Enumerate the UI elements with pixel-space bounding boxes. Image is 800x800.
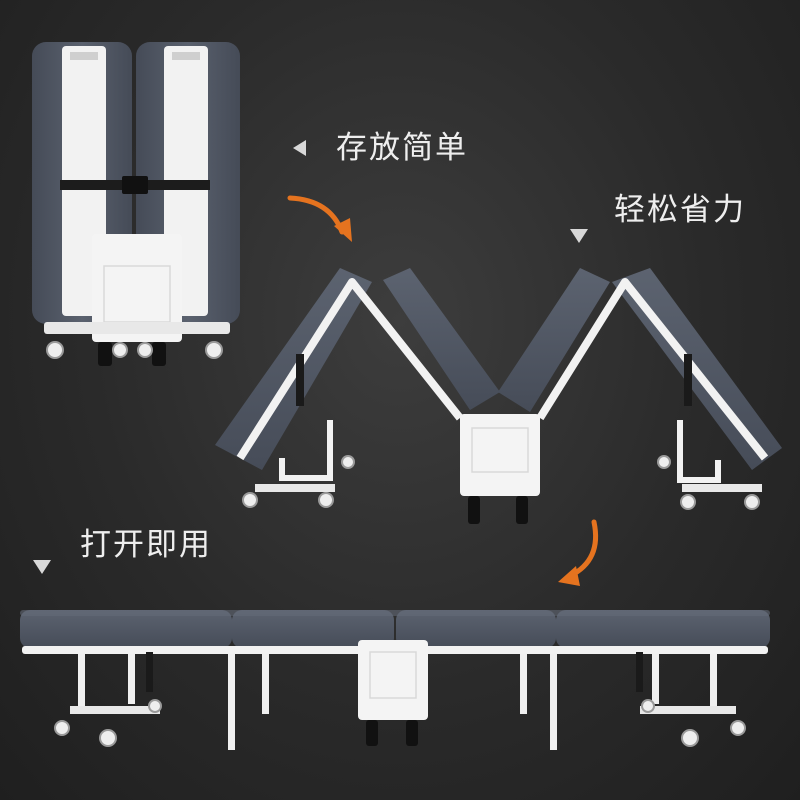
half-folded-cushion-3 — [498, 268, 610, 412]
flat-cushion-3 — [396, 610, 556, 648]
caption-open-and-use: 打开即用 — [80, 527, 212, 563]
wheel — [46, 341, 64, 359]
flat-storage-box — [358, 640, 428, 720]
folded-bed — [32, 42, 240, 366]
folded-storage-box — [92, 234, 182, 342]
unfolded-bed — [20, 610, 770, 750]
caption-effortless: 轻松省力 — [614, 192, 746, 228]
flat-cushion-1 — [20, 610, 232, 648]
caption-storage: 存放简单 — [336, 130, 468, 166]
triangle-down-icon — [570, 229, 588, 243]
curved-arrow-icon — [287, 195, 352, 242]
flat-cushion-2 — [232, 610, 394, 648]
strap-buckle — [122, 176, 148, 194]
triangle-down-icon — [33, 560, 51, 574]
half-folded-storage-box — [460, 414, 540, 496]
flat-cushion-4 — [556, 610, 770, 648]
curved-arrow-icon — [558, 519, 599, 586]
triangle-left-icon — [293, 140, 306, 156]
half-folded-bed — [215, 268, 782, 524]
half-folded-cushion-2 — [383, 268, 500, 410]
